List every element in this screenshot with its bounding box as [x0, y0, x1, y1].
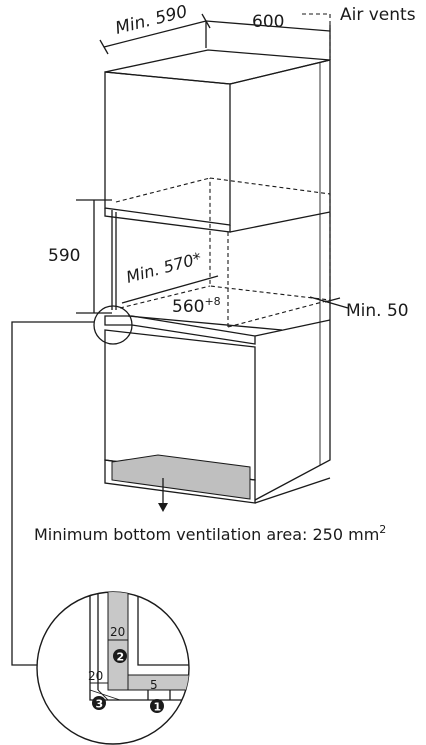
detail-dim-5: 5 — [150, 678, 158, 692]
height-label: 590 — [48, 246, 80, 266]
badge-1: 1 — [150, 699, 164, 714]
min-depth-label: Min. 570* — [124, 249, 203, 287]
svg-text:2: 2 — [117, 651, 125, 664]
badge-3: 3 — [92, 696, 106, 711]
badge-2: 2 — [113, 649, 127, 664]
detail-magnified: 20 20 5 2 3 1 — [36, 591, 190, 745]
detail-dim-20-top: 20 — [110, 625, 125, 639]
opening-width-label: 560+8 — [172, 295, 221, 317]
min-gap-label: Min. 50 — [346, 301, 409, 321]
air-vents-label: Air vents — [340, 5, 416, 25]
depth-label: 600 — [252, 12, 284, 32]
svg-text:1: 1 — [154, 701, 162, 714]
svg-text:3: 3 — [96, 698, 104, 711]
top-dimensions: Min. 590 600 Air vents — [99, 2, 416, 60]
bottom-vent-opening — [111, 454, 251, 500]
bottom-vent-caption: Minimum bottom ventilation area: 250 mm2 — [34, 523, 386, 544]
min-width-label: Min. 590 — [113, 2, 189, 39]
detail-dim-20-left: 20 — [88, 669, 103, 683]
